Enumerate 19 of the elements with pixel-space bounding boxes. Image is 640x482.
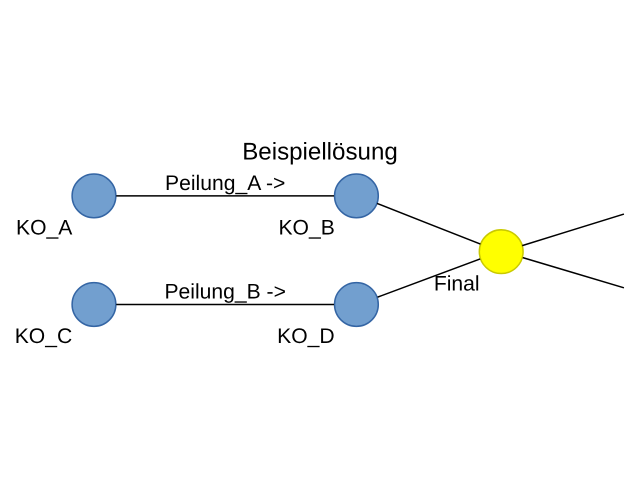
node-circle	[334, 281, 380, 327]
connector	[116, 194, 334, 196]
node-circle	[334, 172, 380, 218]
connector	[376, 202, 481, 244]
node-label: Final	[434, 272, 480, 295]
node-circle	[478, 228, 524, 274]
connector	[116, 303, 334, 305]
diagram-title: Beispiellösung	[242, 138, 398, 165]
node-circle	[71, 172, 117, 218]
edge-label: Peilung_B ->	[164, 280, 286, 304]
edge-label: Peilung_A ->	[165, 172, 286, 195]
connector	[522, 212, 624, 246]
node-label: KO_D	[277, 324, 335, 348]
node-label: KO_A	[16, 216, 72, 240]
connector	[522, 256, 624, 288]
connector	[377, 258, 480, 298]
node-label: KO_C	[14, 324, 72, 348]
node-circle	[71, 281, 117, 327]
node-label: KO_B	[278, 216, 335, 240]
